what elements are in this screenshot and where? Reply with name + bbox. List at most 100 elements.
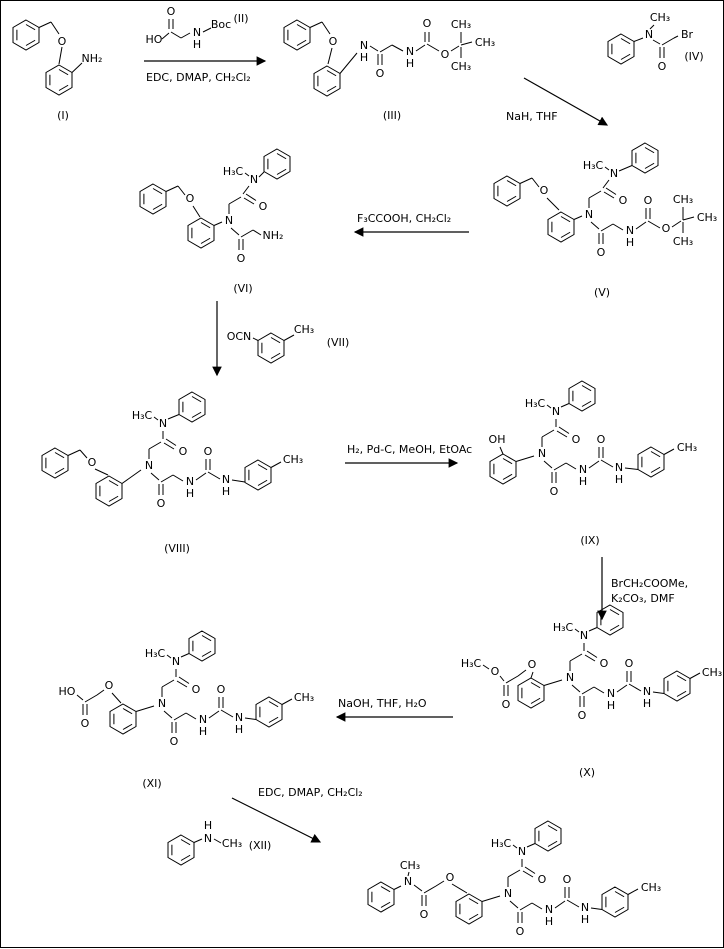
atom-n: N [406,45,414,58]
compound-x: H₃C O O O N O N H₃C O N H O N H CH₃ (X) [461,604,722,779]
bond-lines [38,21,83,73]
compound-label-ii: (II) [233,12,248,25]
benzene-ring [547,211,575,243]
compound-ix: OH N O N H₃C O N H O N H CH₃ (IX) [489,380,697,547]
atom-ch3: CH₃ [641,881,661,894]
benzene-ring [517,677,545,709]
atom-o: O [441,48,450,61]
benzene-ring [41,447,69,479]
atom-n: N [552,405,560,418]
atom-o: O [619,194,628,207]
atom-h: H [643,697,651,710]
compound-v: O N O N H₃C O N H O O CH₃ CH₃ CH₃ (V) [493,142,717,299]
atom-h: H [579,475,587,488]
atom-h: H [581,913,589,926]
compound-label-iv: (IV) [684,50,703,63]
conditions-step1: EDC, DMAP, CH₂Cl₂ [146,71,251,84]
atom-h: H [545,915,553,928]
benzene-ring [244,459,272,491]
atom-h3c: H₃C [525,397,546,410]
atom-o: O [540,184,549,197]
atom-n: N [172,655,180,668]
benzene-ring [631,142,659,174]
atom-oh: OH [489,433,506,446]
compound-iii: O N H O N H O O CH₃ CH₃ CH₃ (III) [283,17,495,122]
atom-ch3: CH₃ [650,11,670,24]
atom-o: O [563,873,572,886]
atom-h3c: H₃C [491,837,512,850]
benzene-ring [263,148,291,180]
atom-o: O [81,717,90,730]
atom-h3c: H₃C [145,647,166,660]
atom-o: O [237,252,246,265]
atom-o: O [58,35,67,48]
atom-ho: HO [59,685,76,698]
atom-ch3: CH₃ [400,859,420,872]
benzene-ring [455,893,483,925]
reaction-arrow-2 [523,77,609,126]
benzene-ring [596,604,624,636]
atom-n: N [581,901,589,914]
atom-n: N [504,887,512,900]
atom-n: N [360,39,368,52]
conditions-step3: F₃CCOOH, CH₂Cl₂ [357,212,451,225]
atom-n: N [250,173,258,186]
atom-n: N [610,167,618,180]
reagent-iv: N CH₃ O Br (IV) [607,11,704,73]
atom-h: H [186,487,194,500]
atom-o: O [105,679,114,692]
atom-n: N [579,463,587,476]
atom-h: H [406,57,414,70]
atom-h: H [615,473,623,486]
atom-n: N [615,461,623,474]
atom-br: Br [681,28,694,41]
atom-n: N [204,832,212,845]
atom-ch3: CH₃ [451,60,471,73]
atom-o: O [516,925,525,938]
atom-o: O [491,665,500,678]
benzene-ring [283,19,311,51]
atom-o: O [538,873,547,886]
conditions-step6-line2: K₂CO₃, DMF [611,592,675,605]
atom-o: O [204,445,213,458]
atom-o: O [192,683,201,696]
atom-o: O [170,735,179,748]
compound-label-i: (I) [57,109,69,122]
benzene-ring [188,630,216,662]
atom-o: O [578,709,587,722]
benzene-ring [568,380,596,412]
atom-o: O [420,908,429,921]
atom-n: N [545,903,553,916]
benzene-ring [109,703,137,735]
atom-ch3: CH₃ [294,323,314,336]
atom-o: O [658,60,667,73]
atom-ch3: CH₃ [451,18,471,31]
atom-h: H [626,236,634,249]
reagent-xii: H N CH₃ (XII) [167,819,271,866]
atom-ch3: CH₃ [702,666,722,679]
compound-label-viii: (VIII) [164,542,190,555]
atom-o: O [217,683,226,696]
reaction-arrow-8 [231,797,322,843]
atom-h: H [204,819,212,832]
atom-ch3: CH₃ [222,837,242,850]
benzene-ring [607,33,635,65]
atom-h3c: H₃C [583,159,604,172]
atom-o: O [157,497,166,510]
atom-n: N [222,473,230,486]
benzene-ring [489,453,517,485]
bond-lines [633,24,679,58]
atom-ch3: CH₃ [677,441,697,454]
atom-o: O [446,871,455,884]
atom-ch3: CH₃ [294,691,314,704]
atom-o: O [600,657,609,670]
compound-label-xi: (XI) [142,777,161,790]
atom-n: N [538,447,546,460]
atom-h3c: H₃C [132,409,153,422]
atom-n: N [626,224,634,237]
atom-o: O [597,246,606,259]
atom-h: H [607,699,615,712]
atom-n: N [580,629,588,642]
